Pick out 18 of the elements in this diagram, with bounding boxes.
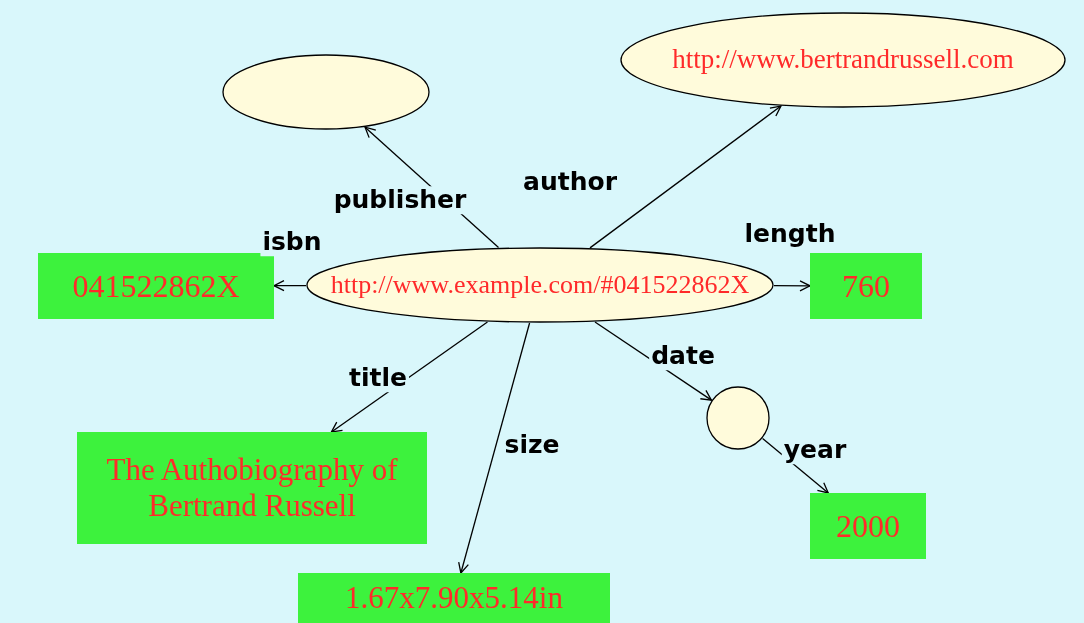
uri-text: http://www.example.com/#041522862X <box>330 270 750 300</box>
literal-box <box>77 432 427 544</box>
literal-text: 1.67x7.90x5.14in <box>345 580 563 616</box>
literal-text: 041522862X <box>72 267 240 305</box>
arrow <box>589 105 782 249</box>
literal-text: 760 <box>842 267 890 305</box>
literal-box <box>810 493 926 559</box>
arrow <box>773 280 811 292</box>
literal-box <box>38 253 274 319</box>
literal-text: The Authobiography of Bertrand Russell <box>105 452 399 524</box>
uri-text: http://www.bertrandrussell.com <box>672 44 1014 76</box>
arrow <box>273 280 307 292</box>
arrow <box>458 322 531 574</box>
literal-box <box>810 253 922 319</box>
edge-label: title <box>347 364 409 392</box>
literal-box <box>298 573 610 623</box>
literal-text: 2000 <box>836 507 900 545</box>
edge-label: date <box>649 342 717 370</box>
